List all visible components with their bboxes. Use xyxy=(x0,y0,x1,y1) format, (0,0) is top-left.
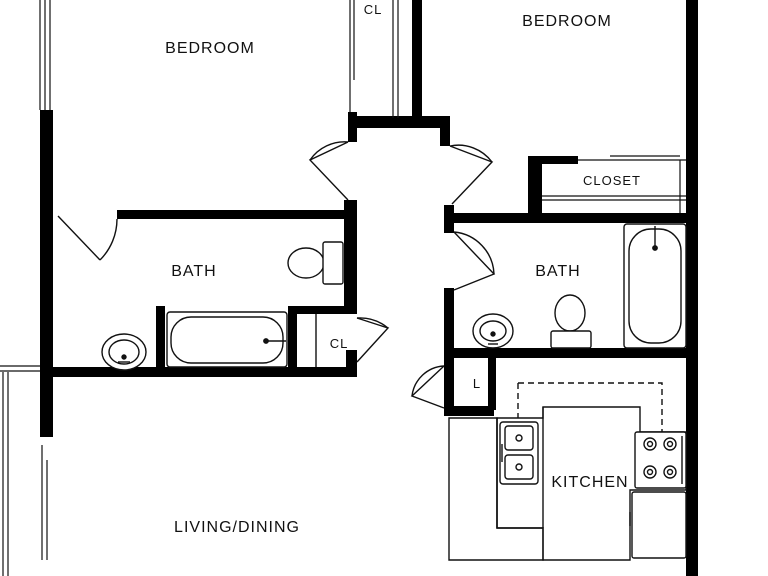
wall xyxy=(444,288,454,354)
door-swing xyxy=(309,141,349,161)
toilet-tank xyxy=(550,330,592,349)
bath-left-fixtures xyxy=(101,241,344,371)
wall xyxy=(444,213,692,223)
room-label-laundry: L xyxy=(473,376,481,391)
tub-drain xyxy=(652,245,658,251)
door-swing xyxy=(99,218,118,261)
room-label-closet-bath: CL xyxy=(330,336,349,351)
door-swing xyxy=(308,141,349,201)
doors xyxy=(57,141,496,409)
wall xyxy=(528,156,578,164)
sink-drain xyxy=(121,354,127,360)
sink-drain xyxy=(515,463,523,471)
door-swing xyxy=(57,215,101,261)
room-label-closet-top: CL xyxy=(364,2,383,17)
burner xyxy=(646,440,654,448)
room-label-bedroom-right: BEDROOM xyxy=(522,13,612,30)
burner xyxy=(666,468,674,476)
wall xyxy=(686,0,698,576)
wall xyxy=(440,116,450,146)
labels: BEDROOM BEDROOM CL CLOSET BATH BATH CL L… xyxy=(165,2,641,536)
wall xyxy=(488,350,496,410)
wall xyxy=(288,306,357,314)
burner xyxy=(666,440,674,448)
room-label-closet-right: CLOSET xyxy=(583,173,641,188)
door-swing xyxy=(356,317,389,329)
room-label-bedroom-left: BEDROOM xyxy=(165,40,255,57)
wall xyxy=(288,306,297,371)
bath-right-fixtures xyxy=(472,223,687,349)
room-label-bath-right: BATH xyxy=(535,263,580,280)
sink-drain xyxy=(515,434,523,442)
toilet-tank xyxy=(322,241,344,285)
wall xyxy=(40,367,357,377)
toilet-bowl xyxy=(554,294,586,332)
door-swing xyxy=(410,365,445,409)
wall xyxy=(348,116,448,128)
door-swing xyxy=(453,231,495,275)
wall xyxy=(117,210,357,219)
wall xyxy=(40,367,53,437)
door-swing xyxy=(453,231,496,291)
wall xyxy=(444,348,692,358)
stove xyxy=(634,431,687,489)
wall xyxy=(344,200,357,310)
wall xyxy=(444,205,454,233)
windows xyxy=(0,0,686,576)
wall xyxy=(686,566,698,576)
wall xyxy=(346,350,357,377)
sink-drain xyxy=(490,331,496,337)
wall xyxy=(444,406,494,416)
room-label-bath-left: BATH xyxy=(171,263,216,280)
door-swing xyxy=(411,365,445,397)
wall xyxy=(156,306,165,371)
bathtub-basin xyxy=(170,316,284,364)
room-label-living-dining: LIVING/DINING xyxy=(174,519,300,536)
kitchen-fixtures xyxy=(448,382,687,561)
tub-drain xyxy=(263,338,269,344)
toilet-bowl xyxy=(287,247,325,279)
wall xyxy=(40,110,53,376)
wall xyxy=(348,200,357,216)
sink-bowl xyxy=(479,320,507,342)
wall xyxy=(412,0,422,122)
wall xyxy=(444,350,454,410)
burner xyxy=(646,468,654,476)
sink-bowl xyxy=(108,339,140,365)
room-label-kitchen: KITCHEN xyxy=(551,474,628,491)
door-swing xyxy=(449,144,493,163)
wall xyxy=(528,156,542,216)
walls xyxy=(40,0,698,576)
refrigerator xyxy=(631,491,687,559)
